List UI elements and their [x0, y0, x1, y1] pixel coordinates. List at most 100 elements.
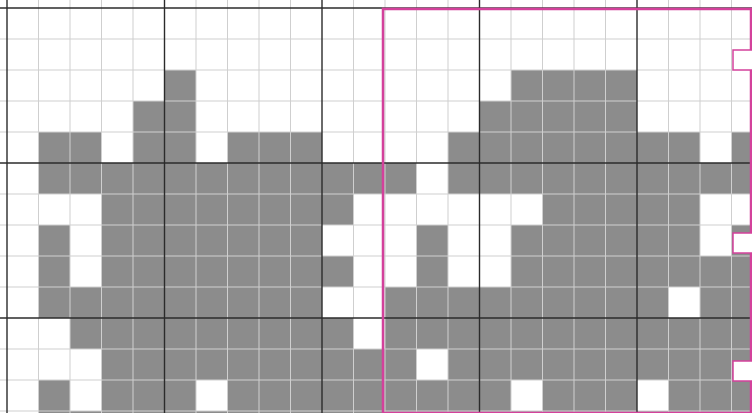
- filled-cell: [102, 287, 134, 318]
- filled-cell: [228, 380, 260, 411]
- filled-cell: [165, 225, 197, 256]
- filled-cell: [291, 349, 323, 380]
- filled-cell: [732, 318, 752, 349]
- row-marker-box: [733, 361, 752, 381]
- filled-cell: [259, 349, 291, 380]
- filled-cell: [196, 256, 228, 287]
- filled-cell: [133, 194, 165, 225]
- filled-cell: [606, 318, 638, 349]
- filled-cell: [480, 349, 512, 380]
- filled-cell: [133, 349, 165, 380]
- filled-cell: [669, 194, 701, 225]
- filled-cell: [165, 349, 197, 380]
- filled-cell: [291, 380, 323, 411]
- filled-cell: [228, 194, 260, 225]
- filled-cell: [574, 318, 606, 349]
- filled-cell: [669, 163, 701, 194]
- filled-cell: [259, 380, 291, 411]
- filled-cell: [196, 349, 228, 380]
- filled-cell: [291, 256, 323, 287]
- filled-cell: [543, 101, 575, 132]
- filled-cell: [637, 287, 669, 318]
- row-marker-box: [733, 233, 752, 253]
- filled-cell: [70, 163, 102, 194]
- filled-cell: [511, 287, 543, 318]
- filled-cell: [606, 101, 638, 132]
- row-marker-box: [733, 50, 752, 70]
- filled-cell: [669, 349, 701, 380]
- filled-cell: [669, 225, 701, 256]
- filled-cell: [165, 287, 197, 318]
- filled-cell: [606, 225, 638, 256]
- filled-cell: [700, 380, 732, 411]
- filled-cell: [448, 163, 480, 194]
- filled-cell: [511, 101, 543, 132]
- filled-cell: [543, 318, 575, 349]
- filled-cell: [165, 256, 197, 287]
- filled-cell: [133, 287, 165, 318]
- filled-cell: [165, 101, 197, 132]
- filled-cell: [228, 132, 260, 163]
- filled-cell: [606, 163, 638, 194]
- filled-cell: [511, 70, 543, 101]
- filled-cell: [228, 225, 260, 256]
- filled-cell: [732, 256, 752, 287]
- filled-cell: [228, 318, 260, 349]
- filled-cell: [39, 287, 71, 318]
- filled-cell: [448, 318, 480, 349]
- filled-cell: [291, 163, 323, 194]
- filled-cell: [543, 194, 575, 225]
- filled-cell: [228, 349, 260, 380]
- filled-cell: [102, 225, 134, 256]
- filled-cell: [291, 194, 323, 225]
- filled-cell: [102, 380, 134, 411]
- filled-cell: [259, 225, 291, 256]
- filled-cell: [606, 287, 638, 318]
- filled-cell: [574, 101, 606, 132]
- filled-cell: [574, 194, 606, 225]
- filled-cell: [102, 194, 134, 225]
- filled-cell: [700, 287, 732, 318]
- filled-cell: [574, 380, 606, 411]
- filled-cell: [228, 163, 260, 194]
- filled-cell: [385, 163, 417, 194]
- filled-cell: [637, 194, 669, 225]
- filled-cell: [322, 163, 354, 194]
- filled-cell: [543, 256, 575, 287]
- filled-cell: [385, 380, 417, 411]
- filled-cell: [291, 132, 323, 163]
- filled-cell: [102, 163, 134, 194]
- filled-cell: [543, 70, 575, 101]
- filled-cell: [133, 132, 165, 163]
- filled-cell: [480, 318, 512, 349]
- filled-cell: [574, 225, 606, 256]
- filled-cell: [511, 318, 543, 349]
- filled-cell: [417, 256, 449, 287]
- filled-cell: [102, 318, 134, 349]
- filled-cell: [700, 163, 732, 194]
- filled-cell: [354, 349, 386, 380]
- filled-cell: [133, 256, 165, 287]
- filled-cell: [606, 256, 638, 287]
- filled-cell: [669, 256, 701, 287]
- filled-cell: [39, 256, 71, 287]
- filled-cell: [228, 287, 260, 318]
- filled-cell: [165, 132, 197, 163]
- filled-cell: [39, 163, 71, 194]
- filled-cell: [732, 380, 752, 411]
- filled-cell: [196, 287, 228, 318]
- filled-cell: [574, 256, 606, 287]
- filled-cell: [543, 380, 575, 411]
- filled-cell: [259, 318, 291, 349]
- filled-cell: [511, 256, 543, 287]
- filled-cell: [39, 225, 71, 256]
- filled-cell: [385, 318, 417, 349]
- filled-cell: [448, 132, 480, 163]
- filled-cell: [70, 318, 102, 349]
- filled-cell: [669, 380, 701, 411]
- filled-cell: [354, 163, 386, 194]
- filled-cell: [196, 318, 228, 349]
- filled-cell: [417, 225, 449, 256]
- filled-cell: [291, 318, 323, 349]
